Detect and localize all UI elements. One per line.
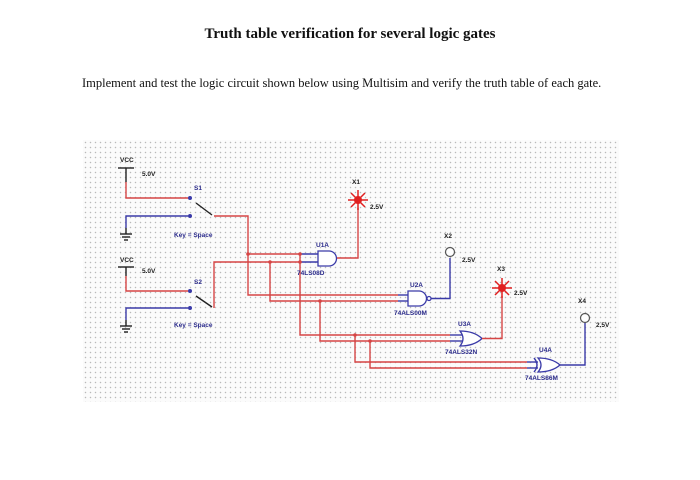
- intro-paragraph: Implement and test the logic circuit sho…: [82, 76, 602, 90]
- gate-u1a-and: [317, 250, 338, 267]
- switch-s1-label: S1: [194, 185, 202, 192]
- vcc-label-1: VCC: [120, 157, 134, 164]
- switch-s1-lever[interactable]: [195, 202, 213, 216]
- probe-x3-ref: X3: [497, 266, 505, 273]
- gate-u3a-or: [458, 330, 483, 347]
- gate-u1a-part: 74LS08D: [297, 270, 325, 277]
- probe-x1-lit: [348, 190, 368, 210]
- switch-s2-label: S2: [194, 279, 202, 286]
- vcc-voltage-2: 5.0V: [142, 268, 156, 275]
- gate-u4a-xor: [536, 357, 561, 373]
- gate-u3a-ref: U3A: [458, 321, 471, 328]
- vcc-voltage-1: 5.0V: [142, 171, 156, 178]
- probe-x1-voltage: 2.5V: [370, 204, 384, 211]
- gate-u2a-nand: [407, 290, 428, 307]
- probe-x2-voltage: 2.5V: [462, 257, 476, 264]
- schematic-grid: [83, 140, 619, 402]
- switch-s2-lever[interactable]: [195, 295, 213, 308]
- gate-u2a-ref: U2A: [410, 282, 423, 289]
- wire-junctions: [246, 252, 372, 343]
- switch-s1-key: Key = Space: [174, 232, 213, 239]
- page-title: Truth table verification for several log…: [204, 26, 496, 42]
- probe-x4-ref: X4: [578, 298, 586, 305]
- probe-x2-off: [444, 246, 456, 258]
- vcc-source-2: [118, 266, 134, 333]
- switch-s2-contact-top: [188, 289, 192, 293]
- gate-u4a-ref: U4A: [539, 347, 552, 354]
- switch-s2-contact-bottom: [188, 306, 192, 310]
- gate-u3a-part: 74ALS32N: [445, 349, 477, 356]
- probe-x4-voltage: 2.5V: [596, 322, 610, 329]
- vcc-label-2: VCC: [120, 257, 134, 264]
- gate-u4a-part: 74ALS86M: [525, 375, 558, 382]
- switch-s1-contact-top: [188, 196, 192, 200]
- switch-s2-key: Key = Space: [174, 322, 213, 329]
- probe-x2-ref: X2: [444, 233, 452, 240]
- probe-x3-lit: [492, 278, 512, 298]
- probe-x4-off: [579, 312, 591, 324]
- gate-u1a-ref: U1A: [316, 242, 329, 249]
- switch-s1-contact-bottom: [188, 214, 192, 218]
- probe-x1-ref: X1: [352, 179, 360, 186]
- probe-x3-voltage: 2.5V: [514, 290, 528, 297]
- gate-u2a-part: 74ALS00M: [394, 310, 427, 317]
- vcc-source-1: [118, 167, 134, 241]
